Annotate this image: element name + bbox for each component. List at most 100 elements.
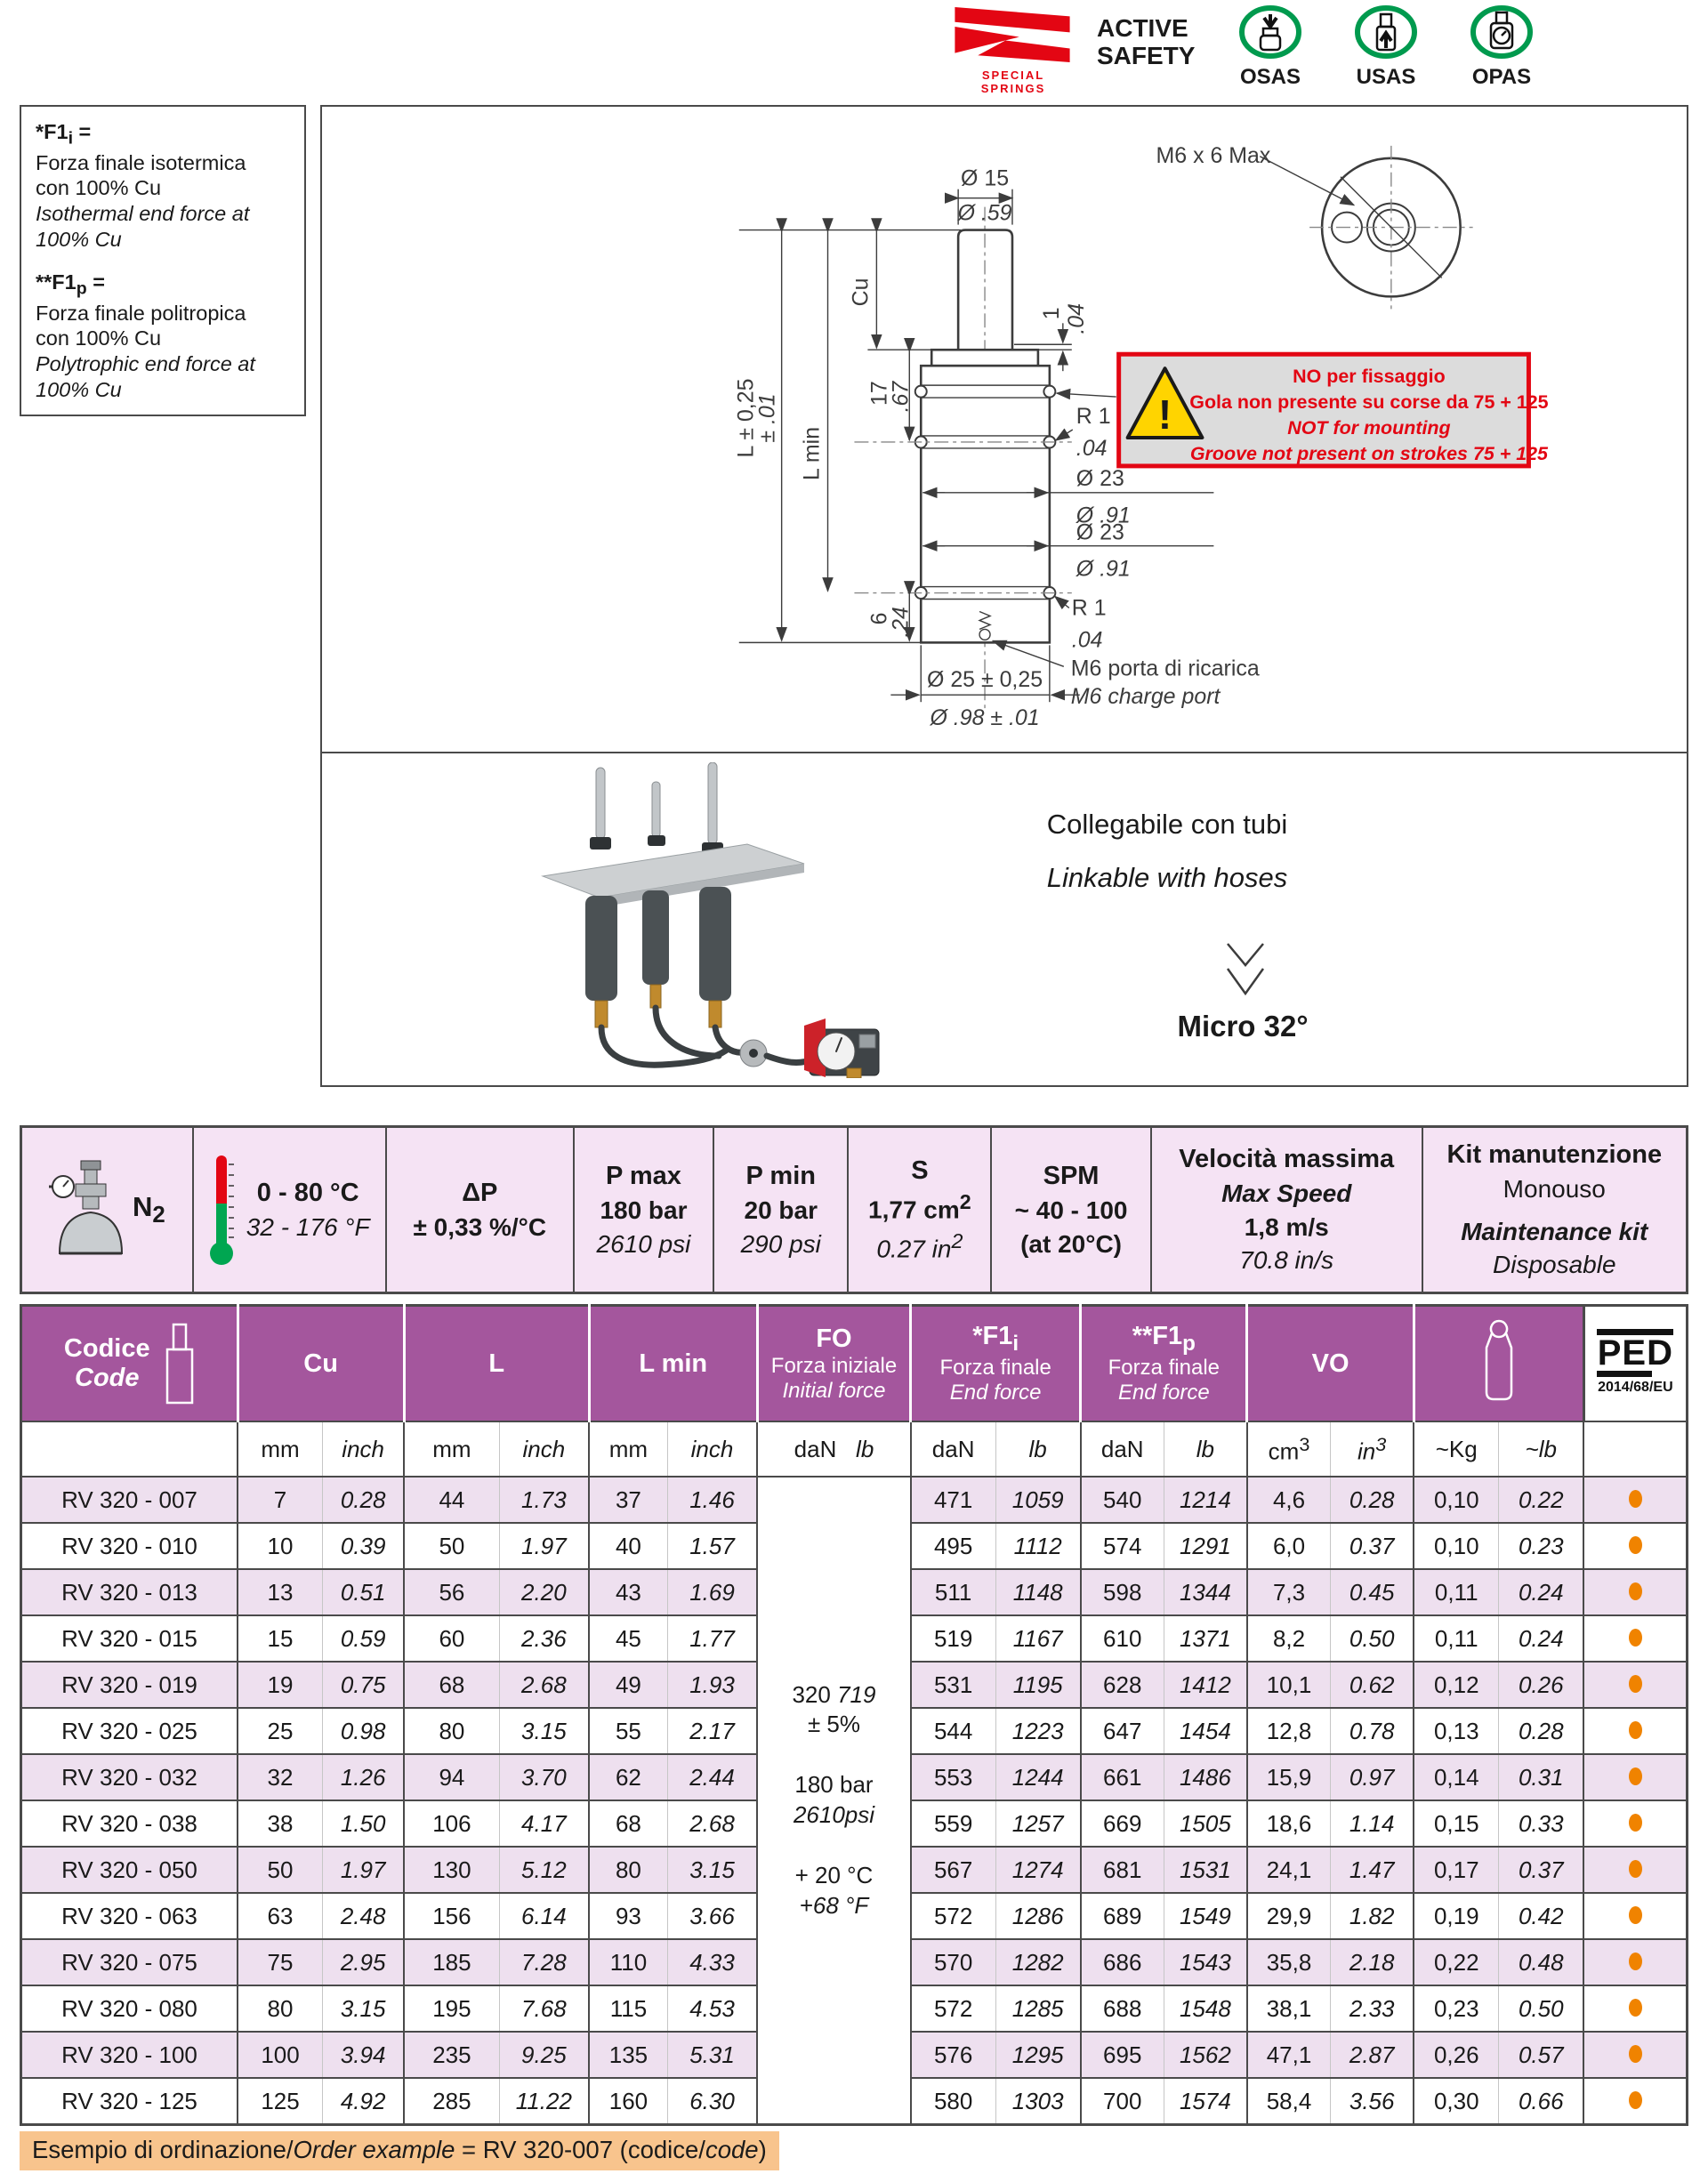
cell-lb: 0.66 [1498,2078,1584,2126]
cell-f1p-dan: 700 [1079,2078,1164,2126]
cell-cu-in: 1.97 [322,1847,405,1894]
cell-f1p-lb: 1486 [1163,1754,1247,1801]
cell-ped [1583,1847,1688,1894]
cell-vo-in: 0.37 [1330,1523,1414,1570]
cell-f1i-dan: 519 [909,1615,996,1663]
cell-lmin-mm: 49 [588,1662,668,1709]
ped-dot [1628,1674,1642,1693]
p-max-bar: 180 bar [600,1196,688,1224]
cell-kg: 0,11 [1413,1569,1499,1616]
cell-f1i-lb: 1195 [995,1662,1081,1709]
table-row: RV 320 - 063 63 2.48 156 6.14 93 3.66 57… [20,1893,1688,1940]
cell-f1p-dan: 628 [1079,1662,1164,1709]
cell-vo-cm: 47,1 [1245,2032,1331,2079]
p-max-psi: 2610 psi [596,1229,691,1258]
cell-f1i-lb: 1303 [995,2078,1081,2126]
units-fo: daN lb [756,1421,911,1478]
dim-dia23-2-in: Ø .91 [1076,557,1131,582]
cell-f1p-dan: 574 [1079,1523,1164,1570]
special-springs-wordmark: SPECIAL SPRINGS [980,68,1046,95]
cell-kg: 0,15 [1413,1800,1499,1848]
order-example-bar: Esempio di ordinazione/Order example = R… [20,2131,779,2170]
f1p-definition: **F1p = Forza finale politropica con 100… [36,270,255,401]
cell-vo-in: 0.62 [1330,1662,1414,1709]
dim-l: L ± 0,25 [734,379,759,458]
cell-cu-in: 3.94 [322,2032,405,2079]
cell-f1p-dan: 688 [1079,1985,1164,2033]
cell-lb: 0.26 [1498,1662,1584,1709]
cell-f1p-lb: 1549 [1163,1893,1247,1940]
cell-lmin-in: 3.15 [666,1847,758,1894]
badge-opas: OPAS [1463,5,1540,90]
cell-lmin-mm: 40 [588,1523,668,1570]
cell-vo-in: 2.18 [1330,1939,1414,1986]
cell-lmin-mm: 135 [588,2032,668,2079]
cell-code: RV 320 - 075 [20,1939,238,1986]
spec-p-max: P max 180 bar 2610 psi [572,1128,713,1292]
cell-f1i-dan: 559 [909,1800,996,1848]
cell-l-mm: 56 [403,1569,500,1616]
delta-p-value: ± 0,33 %/°C [413,1212,547,1241]
cell-lmin-mm: 55 [588,1708,668,1755]
cell-vo-cm: 7,3 [1245,1569,1331,1616]
warning-line-3: NOT for mounting [1287,417,1450,439]
dim-r1-bottom: R 1 [1072,595,1107,620]
cell-ped [1583,1893,1688,1940]
col-header-cu: Cu [236,1305,405,1421]
cell-cu-in: 0.98 [322,1708,405,1755]
cell-f1p-lb: 1214 [1163,1477,1247,1524]
warning-box: ! NO per fissaggio Gola non presente su … [1116,351,1549,469]
cell-cu-mm: 25 [237,1708,323,1755]
cell-l-mm: 130 [403,1847,500,1894]
cell-f1i-dan: 544 [909,1708,996,1755]
cell-lb: 0.33 [1498,1800,1584,1848]
cell-lb: 0.57 [1498,2032,1584,2079]
cell-lmin-in: 6.30 [666,2078,758,2126]
cell-cu-mm: 75 [237,1939,323,1986]
cell-l-in: 4.17 [498,1800,590,1848]
spec-p-min: P min 20 bar 290 psi [713,1128,847,1292]
cell-cu-mm: 15 [237,1615,323,1663]
cell-ped [1583,2032,1688,2079]
spec-maintenance-kit: Kit manutenzione Monouso Maintenance kit… [1421,1128,1686,1292]
cell-kg: 0,14 [1413,1754,1499,1801]
cell-ped [1583,1754,1688,1801]
s-cm2: 1,77 cm2 [868,1190,971,1224]
cell-l-mm: 156 [403,1893,500,1940]
cell-lmin-mm: 110 [588,1939,668,1986]
cell-lmin-in: 5.31 [666,2032,758,2079]
col-header-ped: PED 2014/68/EU [1582,1305,1688,1421]
units-in3: in3 [1330,1421,1414,1478]
cell-cu-mm: 7 [237,1477,323,1524]
cell-f1i-lb: 1257 [995,1800,1081,1848]
cell-cu-in: 1.50 [322,1800,405,1848]
cell-f1i-dan: 511 [909,1569,996,1616]
cell-cu-mm: 10 [237,1523,323,1570]
dim-dia23-1: Ø 23 [1076,466,1124,491]
cell-f1p-lb: 1531 [1163,1847,1247,1894]
cell-ped [1583,1708,1688,1755]
cell-ped [1583,1523,1688,1570]
cell-l-in: 3.70 [498,1754,590,1801]
table-row: RV 320 - 013 13 0.51 56 2.20 43 1.69 511… [20,1569,1688,1616]
cell-l-in: 3.15 [498,1708,590,1755]
gas-spring-technical-drawing: Ø 15 Ø .59 M6 x 6 Max L ± 0,25 ± .01 L m… [734,143,1549,730]
cell-lmin-in: 1.57 [666,1523,758,1570]
table-units-row: mm inch mm inch mm inch daN lb daN lb da… [20,1421,1688,1478]
cell-cu-in: 0.28 [322,1477,405,1524]
dim-r1-bottom-in: .04 [1072,627,1103,652]
cell-lmin-in: 1.77 [666,1615,758,1663]
cell-f1i-lb: 1112 [995,1523,1081,1570]
cell-vo-in: 0.45 [1330,1569,1414,1616]
cell-lmin-in: 1.69 [666,1569,758,1616]
cell-lmin-in: 4.33 [666,1939,758,1986]
dim-l-in: ± .01 [755,393,780,442]
cell-f1p-dan: 661 [1079,1754,1164,1801]
max-speed-en: Max Speed [1221,1179,1352,1207]
cell-code: RV 320 - 025 [20,1708,238,1755]
cell-ped [1583,2078,1688,2126]
table-row: RV 320 - 038 38 1.50 106 4.17 68 2.68 55… [20,1800,1688,1848]
cell-cu-in: 0.39 [322,1523,405,1570]
cell-lmin-in: 3.66 [666,1893,758,1940]
dim-dia25: Ø 25 ± 0,25 [927,667,1043,692]
